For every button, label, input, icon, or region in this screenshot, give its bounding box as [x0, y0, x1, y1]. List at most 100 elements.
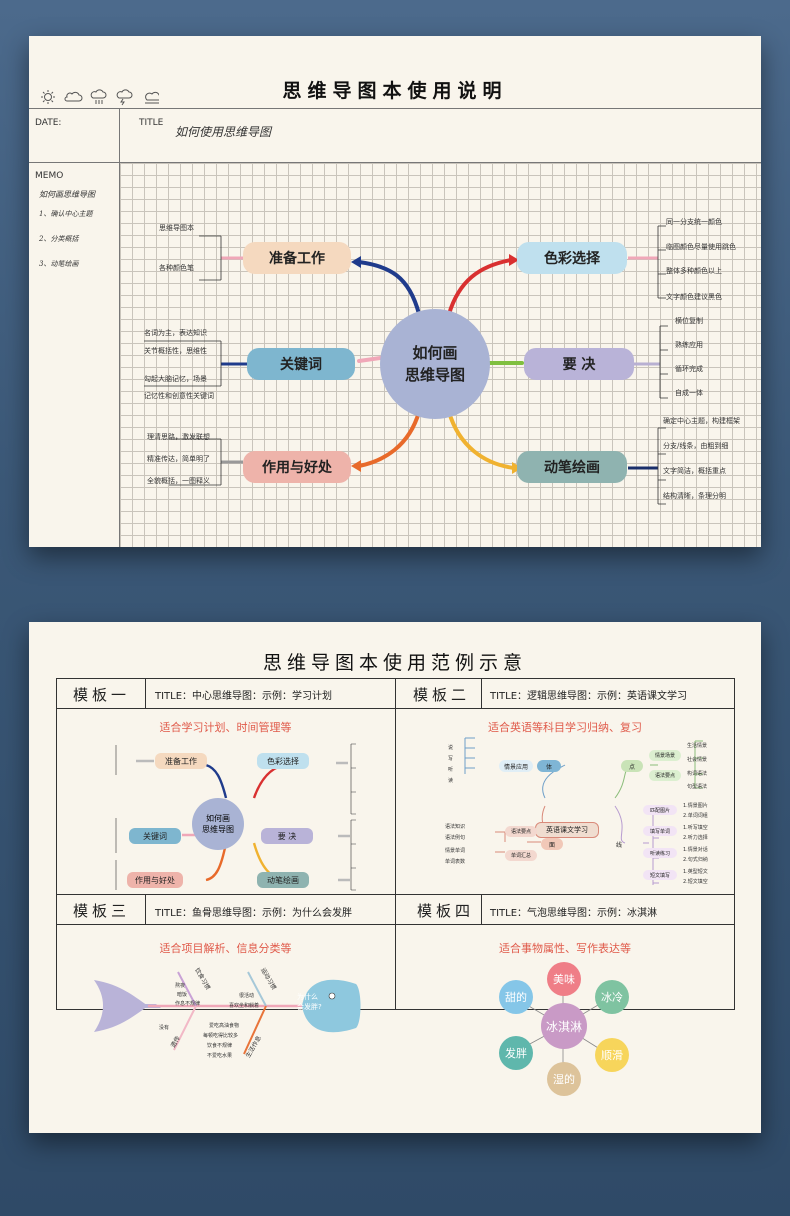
template-title: TITLE：逻辑思维导图：示例：英语课文学习	[490, 691, 688, 702]
t2-node: 短文填写	[643, 870, 677, 880]
t2-leaf: 语法知识	[445, 824, 466, 830]
note-text: 勾起大脑记忆，场景	[144, 375, 207, 383]
t2-leaf: 2.听力选择	[683, 835, 708, 841]
t2-leaf: 听	[448, 767, 454, 773]
t2-node: 语法要点	[505, 826, 537, 837]
note-text: 临图颜色尽量使用跳色	[666, 243, 736, 251]
title-label: TITLE	[139, 118, 164, 128]
fish-item: 很活动	[239, 993, 255, 999]
note-text: 分支/线条，由粗到细	[663, 442, 729, 450]
branch-keyword[interactable]: 关键词	[247, 348, 355, 380]
note-text: 文字简洁，概括重点	[663, 467, 726, 475]
note-text: 名词为主，表达知识	[144, 329, 207, 337]
template-subtitle: 适合项目解析、信息分类等	[159, 942, 292, 955]
weather-icons	[41, 89, 159, 106]
t2-node: 体	[537, 760, 561, 772]
memo-line: 3、动笔绘画	[39, 260, 79, 268]
branch-benefit[interactable]: 作用与好处	[243, 451, 351, 483]
cloud-icon	[64, 91, 83, 102]
template-examples-sheet: 思维导图本使用范例示意 模板一 TITLE：中心思维导图：示例：学习计划 模板二…	[29, 622, 761, 1133]
note-text: 确定中心主题，构建框架	[663, 417, 740, 425]
note-text: 循环完成	[675, 365, 703, 373]
fish-head-line: 为什么	[297, 993, 318, 1001]
fish-head-label: 为什么 会发胖?	[297, 992, 322, 1012]
t1-branch: 关键词	[129, 828, 181, 844]
t2-leaf: 生活情景	[687, 743, 708, 749]
note-text: 横位复制	[675, 317, 703, 325]
memo-line: 1、确认中心主题	[39, 210, 93, 218]
wind-icon	[145, 91, 159, 104]
branch-draw[interactable]: 动笔绘画	[517, 451, 627, 483]
t2-leaf: 1.情景图片	[683, 803, 708, 809]
note-text: 结构清晰，条理分明	[663, 492, 726, 500]
sun-icon	[41, 90, 55, 104]
t2-leaf: 写	[448, 756, 454, 762]
branch-color[interactable]: 色彩选择	[517, 242, 627, 274]
storm-icon	[116, 89, 133, 106]
t2-leaf: 读	[448, 778, 454, 784]
note-text: 熟练应用	[675, 341, 703, 349]
t2-leaf: 句型语法	[687, 784, 708, 790]
t2-node: 听读练习	[643, 848, 677, 858]
t2-leaf: 语法例句	[445, 835, 466, 841]
t2-node: 线	[615, 841, 622, 849]
t2-node: 语法要点	[649, 770, 681, 781]
t2-node: 单词汇总	[505, 850, 537, 861]
t2-leaf: 说	[448, 745, 454, 751]
note-text: 思维导图本	[159, 224, 194, 232]
branch-prep[interactable]: 准备工作	[243, 242, 351, 274]
bubble-attribute: 甜的	[499, 980, 533, 1014]
fish-item: 作息不规律	[175, 1001, 201, 1007]
t2-leaf: 2.句式归纳	[683, 857, 708, 863]
fishbone-diagram-body	[94, 971, 361, 1055]
template-subtitle: 适合学习计划、时间管理等	[159, 721, 292, 734]
fish-item: 爱吃高油食物	[209, 1023, 240, 1029]
t2-center: 英语课文学习	[535, 822, 599, 838]
bubble-attribute: 冰冷	[595, 980, 629, 1014]
t2-node: 情景场景	[649, 750, 681, 761]
center-topic[interactable]: 如何画 思维导图	[380, 309, 490, 419]
t2-leaf: 2.短文填空	[683, 879, 708, 885]
fish-item: 暗饭	[177, 992, 188, 998]
note-text: 同一分支统一颜色	[666, 218, 722, 226]
template-name: 模板四	[417, 902, 475, 920]
fish-item: 熬夜	[175, 983, 186, 989]
fish-item: 每顿吃得比较多	[203, 1033, 239, 1039]
template-name: 模板二	[413, 686, 471, 704]
fish-item: 没有	[159, 1025, 170, 1031]
t2-leaf: 社会情景	[687, 757, 708, 763]
t2-node: 点	[621, 760, 643, 772]
template-title: TITLE：中心思维导图：示例：学习计划	[155, 691, 333, 702]
t2-leaf: 单词表数	[445, 859, 466, 865]
template-title: TITLE：鱼骨思维导图：示例：为什么会发胖	[155, 908, 353, 919]
fish-item: 饮食不规律	[207, 1043, 233, 1049]
title-value[interactable]: 如何使用思维导图	[175, 125, 272, 139]
t1-branch: 要 决	[261, 828, 313, 844]
center-line: 如何画	[412, 344, 458, 362]
branch-tips[interactable]: 要 决	[524, 348, 634, 380]
t1-branch: 色彩选择	[257, 753, 309, 769]
t2-node: 情景应用	[499, 760, 533, 772]
t2-node: 面	[541, 838, 563, 850]
t1-center-line: 如何画	[206, 814, 230, 823]
date-label: DATE:	[35, 118, 62, 128]
note-text: 关节概括性，思维性	[144, 347, 207, 355]
t1-branch: 准备工作	[155, 753, 207, 769]
note-text: 精准传达，简单明了	[147, 455, 210, 463]
template2-connectors	[464, 737, 703, 885]
bubble-attribute: 发胖	[499, 1036, 533, 1070]
template-name: 模板一	[73, 686, 131, 704]
note-text: 各种颜色笔	[159, 264, 194, 272]
rain-icon	[90, 89, 107, 104]
t2-leaf: 构词语法	[687, 771, 708, 777]
template-subtitle: 适合事物属性、写作表达等	[499, 942, 631, 955]
fish-item: 不爱吃水果	[207, 1053, 233, 1059]
note-text: 文字颜色建议黑色	[666, 293, 722, 301]
template-name: 模板三	[73, 902, 131, 920]
t2-leaf: 1.英型短文	[683, 869, 708, 875]
bubble-attribute: 顺滑	[595, 1038, 629, 1072]
bubble-center: 冰淇淋	[541, 1003, 587, 1049]
t2-node: 填写单词	[643, 826, 677, 836]
memo-line: 如何画思维导图	[39, 190, 95, 199]
mindmap-connectors	[144, 225, 668, 505]
